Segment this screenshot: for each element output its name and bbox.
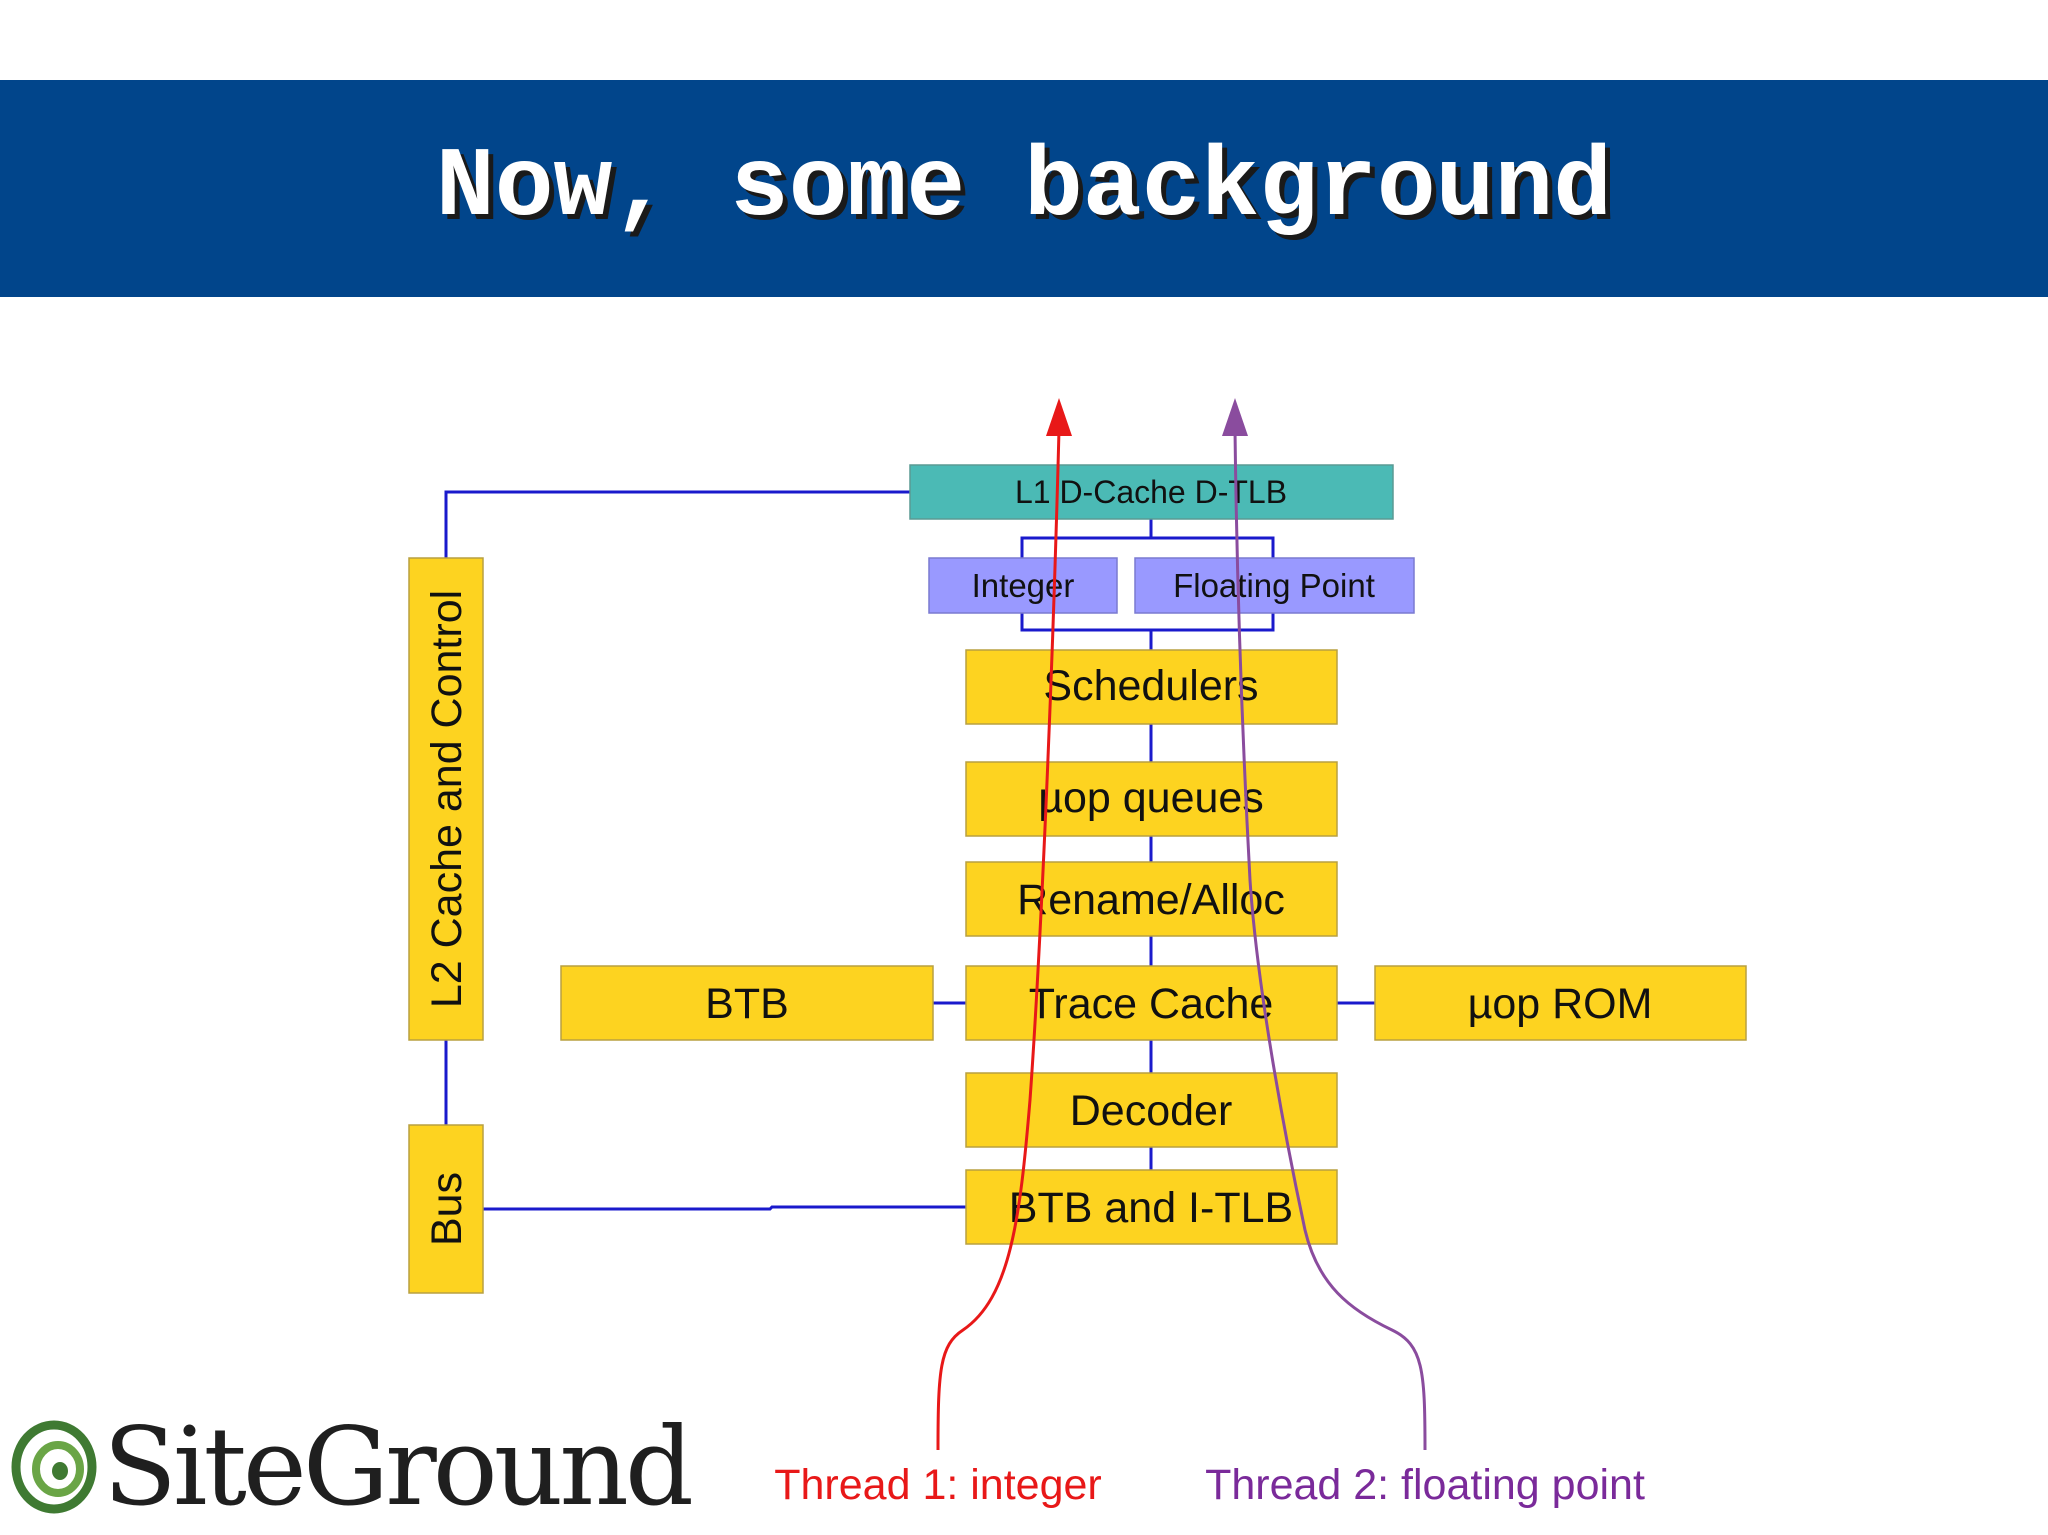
- uop-rom-label: µop ROM: [1468, 980, 1653, 1028]
- floating-point-label: Floating Point: [1173, 567, 1375, 604]
- l2-cache-box: [408, 557, 484, 1041]
- floating-point-box: [1134, 557, 1415, 614]
- schedulers-box: [965, 649, 1338, 725]
- siteground-logo: SiteGround: [8, 1405, 694, 1530]
- btb-itlb-box: [965, 1169, 1338, 1245]
- thread2-path: [1233, 429, 1427, 1451]
- rename-alloc-box: [965, 861, 1338, 937]
- bus-label: Bus: [423, 1172, 471, 1246]
- trace-cache-label: Trace Cache: [1029, 980, 1274, 1028]
- siteground-wordmark: SiteGround: [103, 1405, 694, 1530]
- btb-label: BTB: [705, 980, 789, 1028]
- thread1-path: [936, 429, 1061, 1451]
- thread1-arrowhead: [1046, 398, 1072, 436]
- slide-title: Now, some background: [435, 133, 1613, 244]
- l2-cache-label: L2 Cache and Control: [423, 590, 471, 1008]
- l1-dcache-label: L1 D-Cache D-TLB: [1015, 474, 1287, 510]
- siteground-swirl-icon: [11, 1420, 97, 1514]
- bus-box: [408, 1124, 484, 1294]
- uop-queues-label: µop queues: [1038, 774, 1264, 822]
- btb-box: [560, 965, 934, 1041]
- thread2-label: Thread 2: floating point: [1205, 1461, 1645, 1509]
- uop-rom-box: [1374, 965, 1747, 1041]
- trace-cache-box: [965, 965, 1338, 1041]
- thread2-arrowhead: [1222, 398, 1248, 436]
- decoder-label: Decoder: [1070, 1087, 1233, 1135]
- thread1-label: Thread 1: integer: [774, 1461, 1101, 1509]
- uop-queues-box: [965, 761, 1338, 837]
- btb-itlb-label: BTB and I-TLB: [1009, 1184, 1293, 1232]
- l1-dcache-box: [909, 464, 1394, 520]
- rename-alloc-label: Rename/Alloc: [1017, 876, 1285, 924]
- title-banner: Now, some background: [0, 80, 2048, 297]
- schedulers-label: Schedulers: [1043, 662, 1258, 710]
- integer-box: [928, 557, 1118, 614]
- integer-label: Integer: [972, 567, 1075, 604]
